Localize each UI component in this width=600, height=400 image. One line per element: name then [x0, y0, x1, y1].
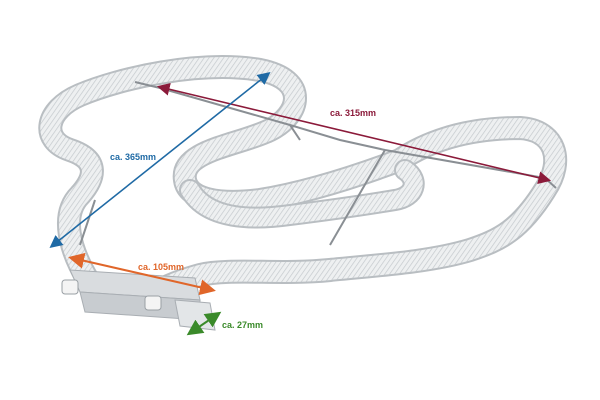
- dimension-terminal-width-label: ca. 105mm: [138, 262, 184, 272]
- heating-coil: [38, 55, 568, 312]
- dimension-diagonal-label: ca. 365mm: [110, 152, 156, 162]
- dimension-terminal-depth-label: ca. 27mm: [222, 320, 263, 330]
- terminal-bracket: [61, 269, 216, 331]
- dimension-diagonal: ca. 365mm: [49, 72, 271, 248]
- dimension-terminal-width: ca. 105mm: [68, 252, 216, 296]
- dimension-length-label: ca. 315mm: [330, 108, 376, 118]
- dimension-terminal-depth: ca. 27mm: [186, 311, 263, 336]
